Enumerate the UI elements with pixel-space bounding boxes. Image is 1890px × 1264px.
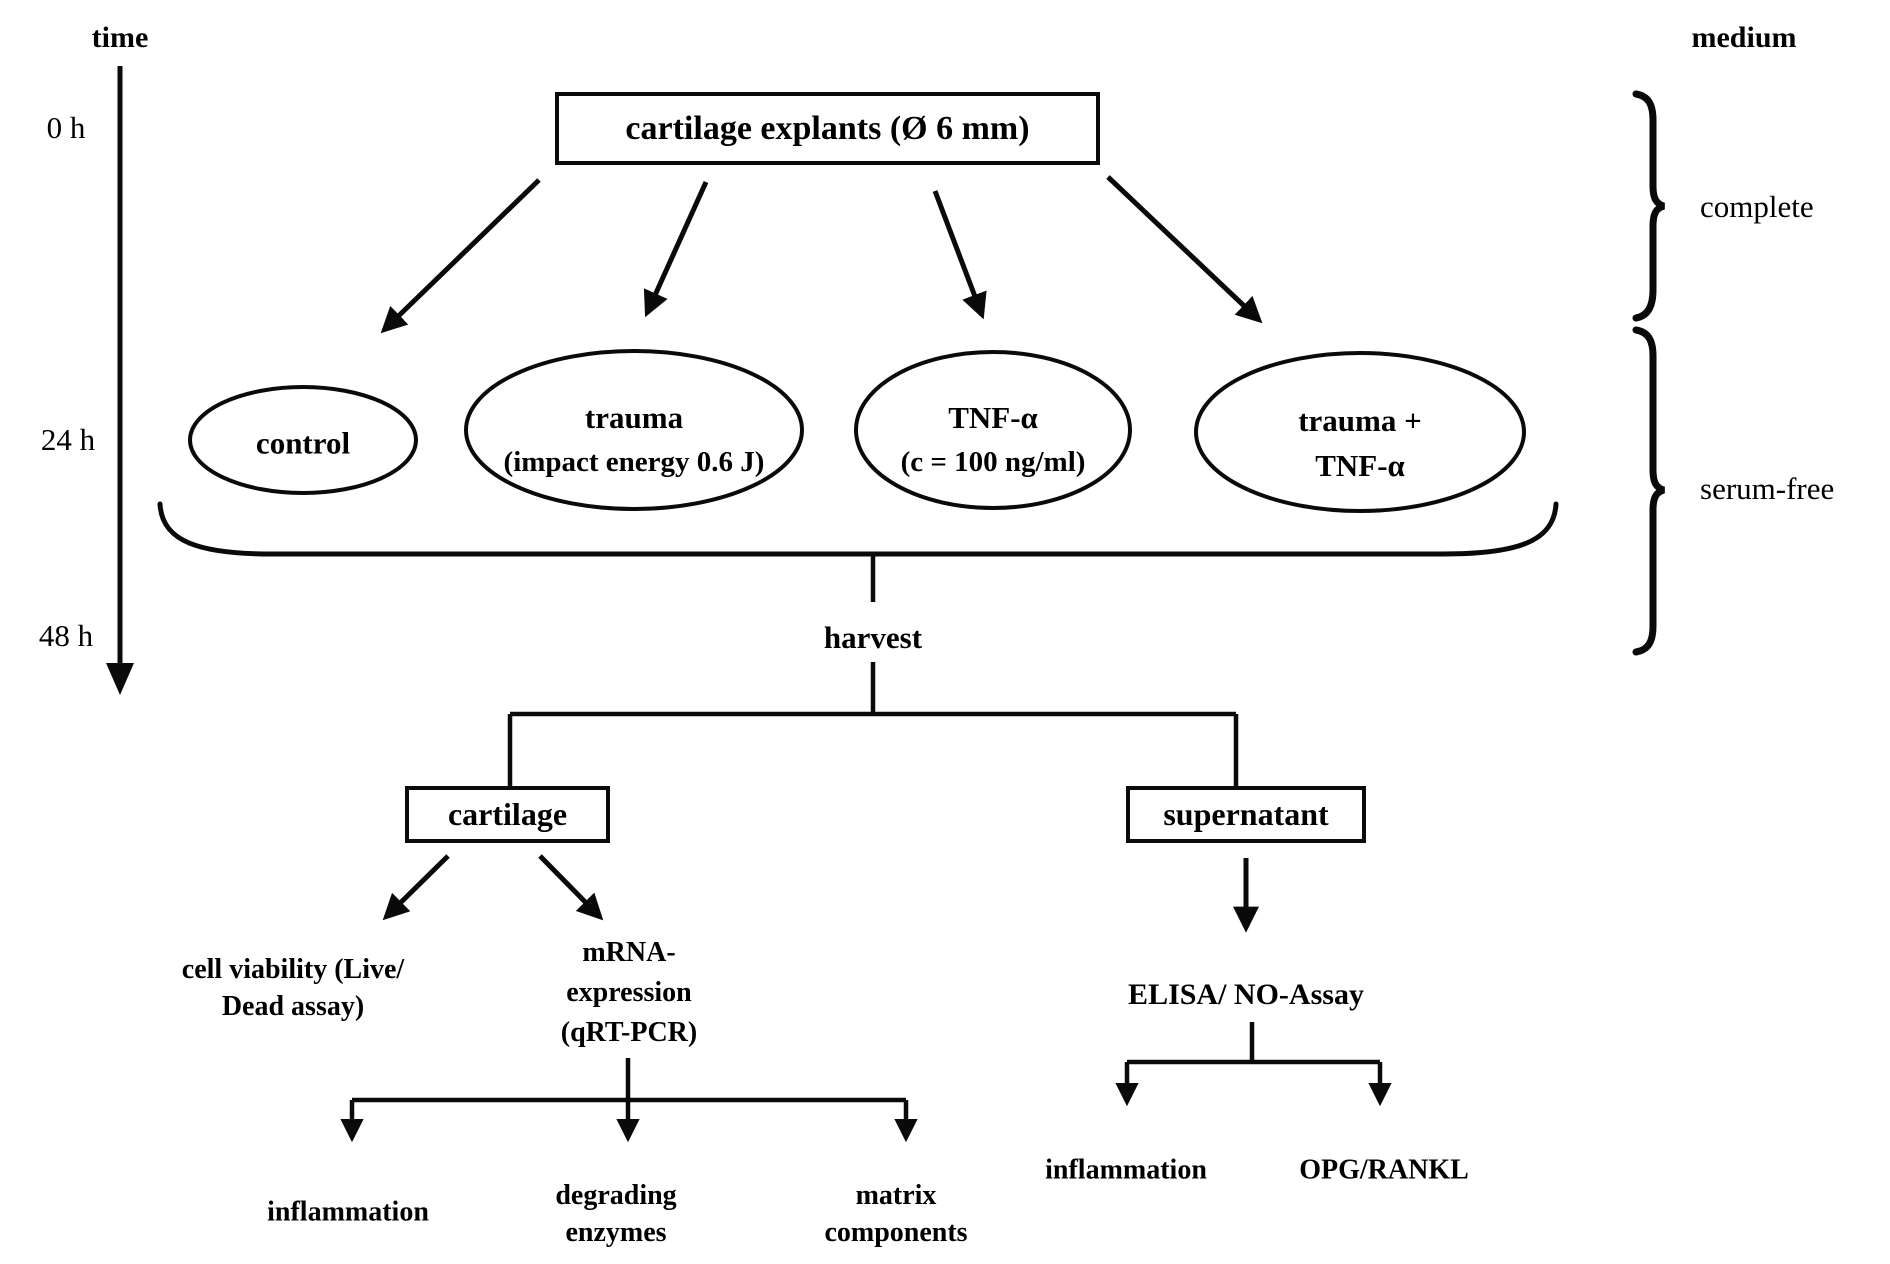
trauma-group-label: trauma (impact energy 0.6 J): [504, 395, 765, 485]
supernatant-box: supernatant: [1126, 786, 1366, 843]
cell-viability-line1: cell viability (Live/: [181, 954, 405, 985]
degrading-line2: enzymes: [565, 1217, 667, 1248]
mrna-line3: (qRT-PCR): [560, 1017, 698, 1048]
medium-serum-free-label: serum-free: [1700, 471, 1835, 506]
control-ellipse: [188, 385, 418, 495]
trauma-tnf-line2: TNF-α: [1315, 448, 1405, 483]
time-tick-24h: 24 h: [40, 422, 96, 457]
tnf-line1: TNF-α: [948, 400, 1038, 435]
group-ellipses: [188, 349, 1526, 513]
medium-complete-label: complete: [1700, 189, 1814, 224]
mrna-expression-label: mRNA- expression (qRT-PCR): [561, 933, 697, 1053]
complete-brace: [1632, 90, 1666, 322]
medium-axis-title: medium: [1691, 21, 1797, 54]
harvest-label: harvest: [823, 620, 923, 655]
degrading-line1: degrading: [555, 1180, 677, 1211]
cartilage-branch-arrows: [382, 854, 604, 921]
matrix-line2: components: [824, 1217, 968, 1248]
tnf-line2: (c = 100 ng/ml): [900, 446, 1086, 478]
root-to-group-arrows: [380, 175, 1263, 334]
cartilage-box-label: cartilage: [447, 796, 568, 832]
cell-viability-line2: Dead assay): [221, 991, 365, 1022]
serum-free-brace: [1632, 326, 1666, 656]
matrix-line1: matrix: [855, 1180, 937, 1211]
tnf-ellipse: [854, 350, 1132, 510]
trauma-tnf-ellipse: [1194, 351, 1526, 513]
trauma-tnf-group-label: trauma + TNF-α: [1298, 398, 1422, 488]
time-tick-0h: 0 h: [46, 110, 86, 145]
mrna-out-matrix-components-label: matrix components: [824, 1177, 967, 1251]
trauma-ellipse: [464, 349, 804, 511]
time-axis-arrow: [106, 66, 134, 695]
control-group-label: control: [255, 425, 351, 461]
elisa-out-inflammation-label: inflammation: [1045, 1154, 1207, 1186]
time-axis-title: time: [91, 21, 149, 54]
cartilage-explants-label: cartilage explants (Ø 6 mm): [625, 109, 1030, 147]
mrna-out-degrading-enzymes-label: degrading enzymes: [555, 1177, 676, 1251]
cartilage-explants-box: cartilage explants (Ø 6 mm): [555, 92, 1100, 165]
trauma-line1: trauma: [584, 400, 684, 435]
tnf-group-label: TNF-α (c = 100 ng/ml): [901, 395, 1086, 485]
trauma-tnf-line1: trauma +: [1298, 403, 1422, 438]
mrna-line1: mRNA-: [582, 937, 676, 968]
mrna-line2: expression: [566, 977, 692, 1008]
cell-viability-label: cell viability (Live/ Dead assay): [182, 951, 404, 1025]
time-tick-48h: 48 h: [38, 618, 94, 653]
gathering-curve: [157, 501, 1559, 557]
elisa-split-lines: [1115, 1022, 1392, 1107]
elisa-out-opg-rankl-label: OPG/RANKL: [1299, 1154, 1469, 1186]
trauma-line2: (impact energy 0.6 J): [503, 446, 765, 478]
cartilage-box: cartilage: [405, 786, 610, 843]
harvest-split-lines: [507, 554, 1239, 786]
mrna-split-lines: [340, 1058, 918, 1143]
supernatant-box-label: supernatant: [1163, 796, 1329, 832]
elisa-no-assay-label: ELISA/ NO-Assay: [1128, 978, 1364, 1011]
medium-braces: [1632, 90, 1666, 656]
mrna-out-inflammation-label: inflammation: [267, 1196, 429, 1228]
